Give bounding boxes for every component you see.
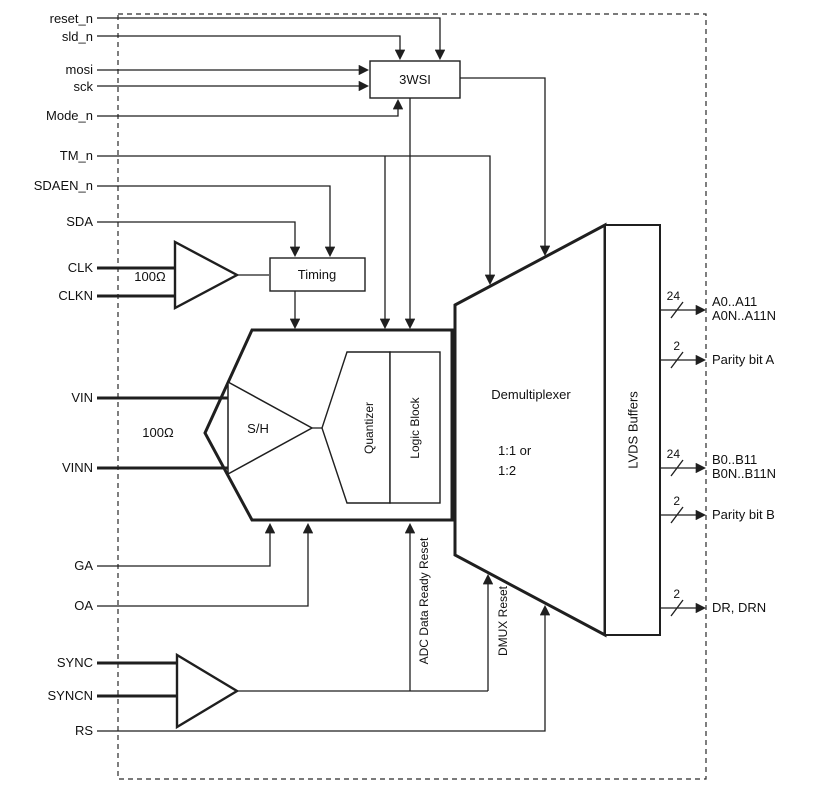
- sample-hold-triangle: [227, 380, 314, 476]
- bus-a-width: 24: [667, 289, 681, 303]
- lvds-buffers-label: LVDS Buffers: [626, 391, 641, 469]
- quantizer-block: [321, 351, 391, 504]
- pin-label-ga: GA: [74, 558, 93, 573]
- quantizer-label: Quantizer: [362, 402, 376, 454]
- clk-termination-label: 100Ω: [134, 269, 166, 284]
- bus-a-label-line1: A0..A11: [712, 294, 757, 309]
- demultiplexer-label: Demultiplexer: [491, 387, 571, 402]
- vin-termination-label: 100Ω: [142, 425, 174, 440]
- ga-net: [97, 522, 276, 567]
- bus-b-label-line1: B0..B11: [712, 452, 757, 467]
- bus-b-width: 24: [667, 447, 681, 461]
- pin-label-mosi: mosi: [66, 62, 94, 77]
- wsi-to-demux-net: [460, 77, 551, 257]
- dmux-reset-label: DMUX Reset: [496, 585, 510, 656]
- demux-mode-line2: 1:2: [498, 463, 516, 478]
- dr-label: DR, DRN: [712, 600, 766, 615]
- rs-net: [97, 604, 551, 732]
- dr-width-slash: [670, 599, 684, 617]
- demultiplexer-block: [453, 222, 607, 638]
- parity-b-width: 2: [673, 494, 680, 508]
- pin-label-clkn: CLKN: [58, 288, 93, 303]
- bus-b-label-line2: B0N..B11N: [712, 466, 776, 481]
- clock-input-buffer: [173, 240, 240, 310]
- logic-block-label: Logic Block: [408, 396, 422, 458]
- pin-label-syncn: SYNCN: [47, 688, 93, 703]
- oa-net: [97, 522, 314, 607]
- parity-a-width-slash: [670, 351, 684, 369]
- sdaen-n-net: [97, 185, 336, 258]
- dr-width: 2: [673, 587, 680, 601]
- pin-label-sck: sck: [74, 79, 94, 94]
- logic-block: [389, 351, 441, 504]
- pin-label-sdaen-n: SDAEN_n: [34, 178, 93, 193]
- timing-label: Timing: [298, 267, 337, 282]
- pin-label-sync: SYNC: [57, 655, 93, 670]
- lvds-buffers-block: [604, 224, 661, 636]
- pin-label-vinn: VINN: [62, 460, 93, 475]
- pin-label-tm-n: TM_n: [60, 148, 93, 163]
- pin-label-rs: RS: [75, 723, 93, 738]
- pin-label-oa: OA: [74, 598, 93, 613]
- pin-label-mode-n: Mode_n: [46, 108, 93, 123]
- timing-block: [269, 257, 366, 292]
- bus-a-width-slash: [670, 301, 684, 319]
- tm-n-net-to-demux: [97, 155, 496, 286]
- sda-net: [97, 221, 301, 258]
- pin-label-clk: CLK: [68, 260, 94, 275]
- parity-b-width-slash: [670, 506, 684, 524]
- wsi-label: 3WSI: [399, 72, 431, 87]
- parity-a-width: 2: [673, 339, 680, 353]
- sample-hold-label: S/H: [247, 421, 269, 436]
- bus-a-label-line2: A0N..A11N: [712, 308, 776, 323]
- parity-a-label: Parity bit A: [712, 352, 774, 367]
- bus-b-width-slash: [670, 459, 684, 477]
- sld-n-net: [97, 35, 406, 61]
- pin-label-reset-n: reset_n: [50, 11, 93, 26]
- reset-n-net: [97, 17, 446, 61]
- demux-mode-line1: 1:1 or: [498, 443, 532, 458]
- pin-label-sld-n: sld_n: [62, 29, 93, 44]
- pin-label-sda: SDA: [66, 214, 93, 229]
- parity-b-label: Parity bit B: [712, 507, 775, 522]
- wsi-block: [369, 60, 461, 99]
- mode-n-net: [97, 98, 404, 117]
- adc-data-ready-reset-label: ADC Data Ready Reset: [417, 537, 431, 664]
- pin-label-vin: VIN: [71, 390, 93, 405]
- sync-input-buffer: [175, 652, 240, 730]
